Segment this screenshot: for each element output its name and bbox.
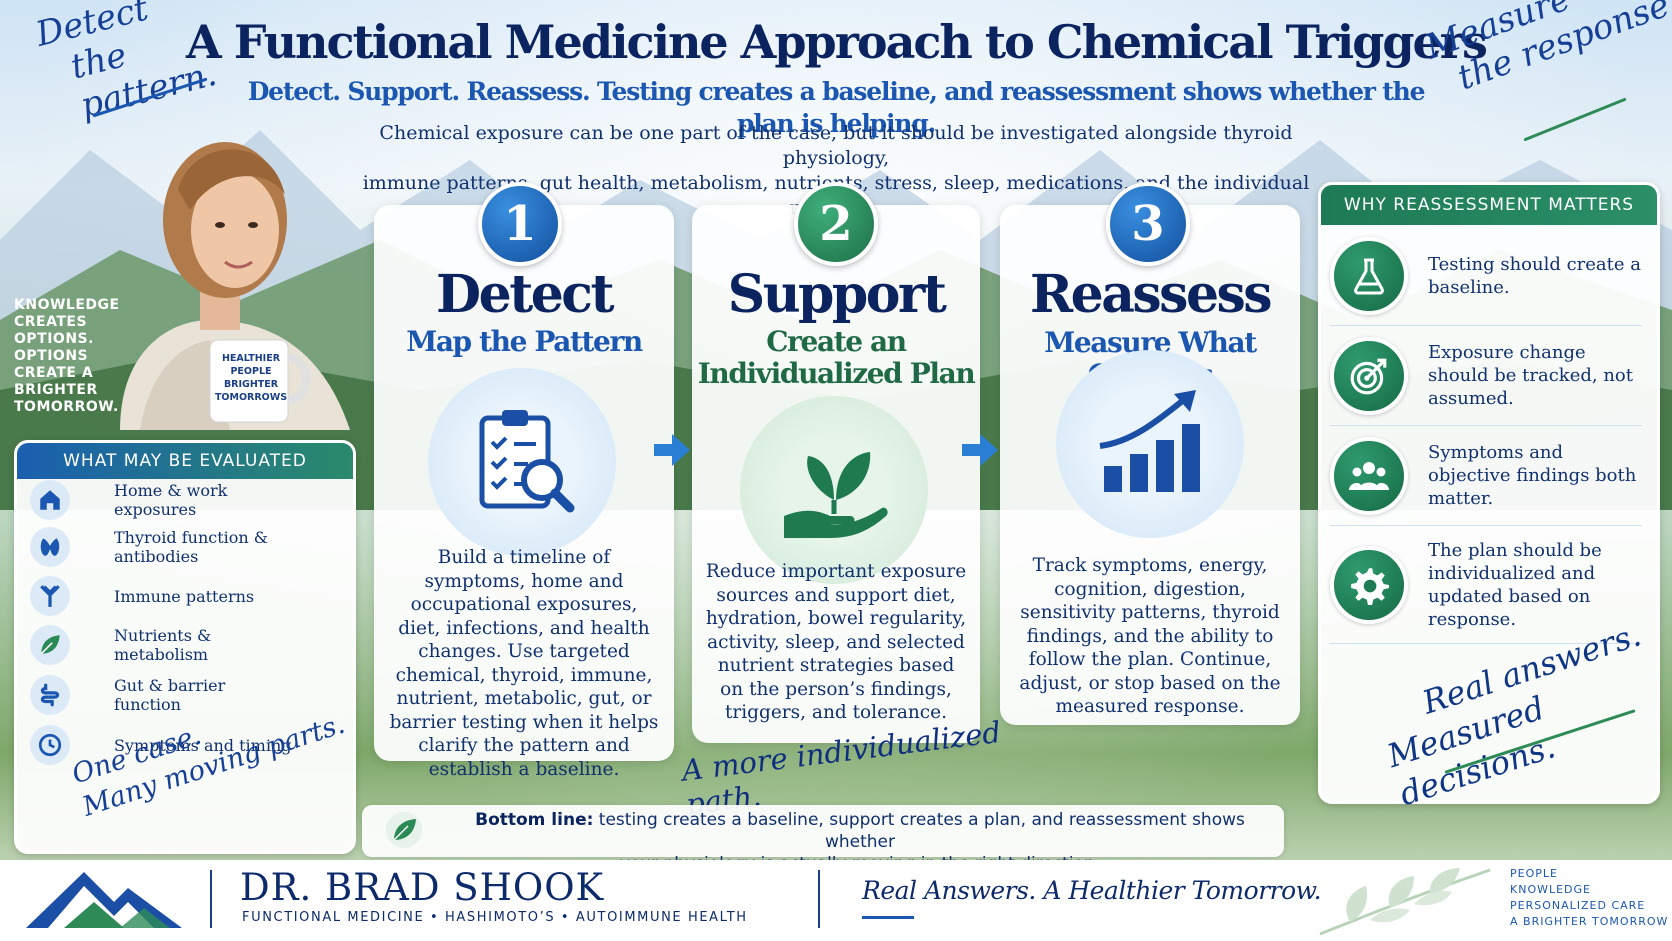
why-item-label: Symptoms and objective findings both mat… [1428, 442, 1637, 509]
knowledge-line: BRIGHTER [14, 382, 98, 398]
footer-divider [818, 870, 820, 928]
step-number-badge: 2 [794, 182, 878, 266]
knowledge-line: KNOWLEDGE [14, 297, 120, 313]
pillar-item: PERSONALIZED CARE [1510, 899, 1646, 912]
step-subtitle-line-2: Individualized Plan [697, 357, 976, 390]
step-title: Reassess [1029, 264, 1273, 325]
intro-line-1: Chemical exposure can be one part of the… [379, 122, 1293, 169]
flask-icon [1330, 236, 1408, 315]
tagline-underline [862, 916, 914, 919]
knowledge-line: CREATES [14, 314, 88, 330]
right-panel-heading: WHY REASSESSMENT MATTERS [1321, 185, 1657, 225]
knowledge-line: CREATE A [14, 365, 94, 381]
pillar-item: PEOPLE [1510, 867, 1558, 880]
bottom-line-text-1: testing creates a baseline, support crea… [593, 810, 1245, 852]
eval-item: Symptoms and timing [30, 721, 330, 769]
bottom-line-label: Bottom line: [475, 810, 594, 830]
step-title: Detect [436, 264, 614, 325]
step-description: Reduce important exposure sources and su… [705, 561, 967, 723]
leaves-decoration-icon [1319, 868, 1491, 936]
step-number-badge: 3 [1106, 182, 1190, 266]
pillar-item: KNOWLEDGE [1510, 883, 1591, 896]
brand-name: DR. BRAD SHOOK [240, 866, 605, 909]
step-title: Support [727, 264, 947, 325]
page-title: A Functional Medicine Approach to Chemic… [186, 15, 1488, 69]
mug-text-line: HEALTHIER [221, 353, 281, 364]
mug-text-line: PEOPLE [230, 366, 272, 377]
knowledge-text: KNOWLEDGE CREATES OPTIONS. OPTIONS CREAT… [14, 297, 134, 416]
step-description: Track symptoms, energy, cognition, diges… [1019, 555, 1281, 717]
bar-chart-up-icon [1056, 350, 1244, 538]
mug-text: HEALTHIER PEOPLE BRIGHTER TOMORROWS [212, 352, 290, 404]
eval-item: Home & work exposures [30, 476, 330, 524]
leaf-icon [30, 625, 70, 665]
clipboard-search-icon [428, 368, 616, 556]
step-description: Build a timeline of symptoms, home and o… [389, 547, 659, 780]
home-icon [30, 480, 70, 520]
mug-text-line: TOMORROWS [214, 392, 288, 403]
footer-tagline: Real Answers. A Healthier Tomorrow. [862, 876, 1322, 905]
mug-text-line: BRIGHTER [223, 379, 279, 390]
eval-item: Immune patterns [30, 572, 330, 620]
eval-item-label: Gut & barrier function [114, 676, 226, 714]
people-icon [1330, 436, 1408, 515]
step-subtitle: Map the Pattern [406, 325, 643, 358]
eval-item: Gut & barrier function [30, 671, 330, 719]
clock-icon [30, 725, 70, 765]
why-item: The plan should be individualized and up… [1330, 526, 1642, 644]
page-subtitle: Detect. Support. Reassess. Testing creat… [247, 77, 1426, 138]
gear-icon [1330, 545, 1408, 624]
woman-with-mug-illustration [120, 142, 350, 430]
target-icon [1330, 336, 1408, 415]
step-subtitle-line-1: Create an [766, 325, 907, 358]
step-number-badge: 1 [478, 182, 562, 266]
knowledge-line: OPTIONS [14, 348, 89, 364]
why-item-label: Exposure change should be tracked, not a… [1428, 342, 1633, 409]
mug [209, 339, 310, 423]
antibody-icon [30, 576, 70, 616]
gut-icon [30, 675, 70, 715]
footer-divider [210, 870, 212, 928]
eval-item-label: Home & work exposures [114, 481, 228, 519]
why-item-label: Testing should create a baseline. [1428, 253, 1641, 298]
hand-sprout-icon [740, 396, 928, 584]
knowledge-line: TOMORROW. [14, 399, 119, 415]
eval-item: Thyroid function & antibodies [30, 523, 330, 571]
thyroid-icon [30, 527, 70, 567]
eval-item: Nutrients & metabolism [30, 621, 330, 669]
left-panel-heading: WHAT MAY BE EVALUATED [17, 443, 353, 479]
bottom-line-banner [362, 805, 1284, 857]
eval-item-label: Thyroid function & antibodies [114, 528, 269, 566]
footer-pillars: PEOPLE KNOWLEDGE PERSONALIZED CARE A BRI… [1510, 866, 1668, 930]
brand-specialties: FUNCTIONAL MEDICINE • HASHIMOTO’S • AUTO… [242, 910, 748, 925]
why-item: Exposure change should be tracked, not a… [1330, 326, 1642, 426]
arrow-right-icon [654, 434, 690, 466]
why-item: Symptoms and objective findings both mat… [1330, 426, 1642, 526]
eval-item-label: Nutrients & metabolism [114, 626, 212, 664]
why-item: Testing should create a baseline. [1330, 226, 1642, 326]
why-item-label: The plan should be individualized and up… [1428, 539, 1602, 630]
what-may-be-evaluated-panel: WHAT MAY BE EVALUATED [14, 440, 356, 854]
eval-item-label: Symptoms and timing [114, 735, 292, 755]
mountain-logo-icon [26, 872, 182, 928]
eval-item-label: Immune patterns [114, 586, 255, 606]
arrow-right-icon [962, 434, 998, 466]
pillar-item: A BRIGHTER TOMORROW [1510, 915, 1669, 928]
knowledge-line: OPTIONS. [14, 331, 94, 347]
leaf-icon [386, 812, 422, 848]
